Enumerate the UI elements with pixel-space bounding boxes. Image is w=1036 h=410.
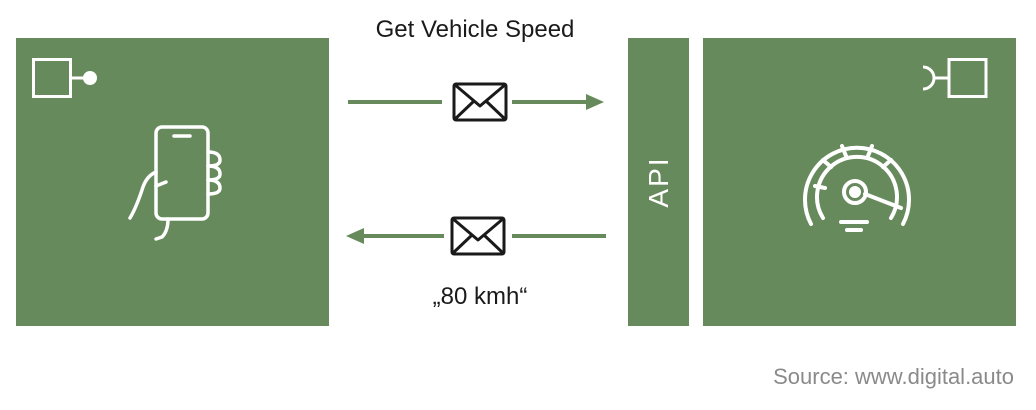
request-arrow (348, 94, 604, 110)
speedometer-icon (803, 144, 911, 232)
smartphone-hand-icon (128, 125, 222, 241)
response-label: „80 kmh“ (432, 283, 528, 310)
component-required-interface-icon (922, 58, 988, 98)
response-arrow (346, 228, 606, 244)
source-credit: Source: www.digital.auto (773, 364, 1014, 389)
vehicle-box (703, 38, 1016, 326)
envelope-icon (450, 216, 506, 256)
api-bar: API (628, 38, 689, 326)
client-app-box (16, 38, 329, 326)
api-label: API (642, 156, 674, 208)
envelope-icon (452, 82, 508, 122)
component-provided-interface-icon (32, 58, 97, 98)
request-label: Get Vehicle Speed (375, 16, 575, 43)
